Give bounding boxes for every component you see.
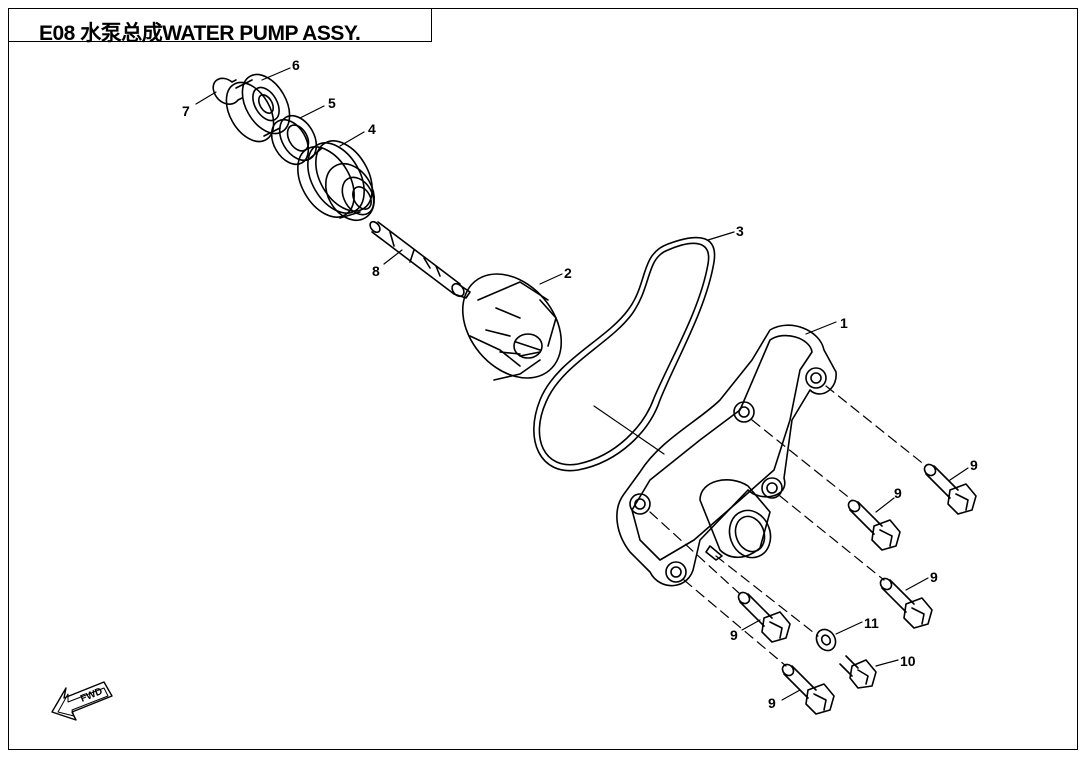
part-bolt-b: [847, 499, 901, 551]
callout-5: 5: [328, 95, 336, 111]
part-bolt-e: [781, 663, 835, 715]
part-bearing: [225, 73, 291, 143]
callout-9-c: 9: [930, 569, 938, 585]
centerline: [593, 405, 665, 455]
callout-11: 11: [864, 615, 879, 631]
fwd-arrow-icon: FWD: [51, 681, 113, 721]
part-impeller: [461, 273, 563, 381]
part-o-ring: [533, 236, 716, 472]
callout-8: 8: [372, 263, 380, 279]
callout-9-d: 9: [730, 627, 738, 643]
leader-lines: [195, 67, 969, 701]
part-pump-cover: [616, 324, 837, 587]
callout-9-a: 9: [970, 457, 978, 473]
callout-4: 4: [368, 121, 376, 137]
part-bolt-d: [737, 591, 791, 643]
callout-9-e: 9: [768, 695, 776, 711]
callout-2: 2: [564, 265, 572, 281]
callout-10: 10: [900, 653, 916, 669]
callout-6: 6: [292, 57, 300, 73]
part-bolt-a: [923, 463, 977, 515]
callout-7: 7: [182, 103, 190, 119]
callout-1: 1: [840, 315, 848, 331]
part-bolt-c: [879, 577, 933, 629]
callout-3: 3: [736, 223, 744, 239]
title-box: E08 水泵总成WATER PUMP ASSY.: [8, 8, 432, 45]
part-washer: [815, 628, 837, 652]
part-mechanical-seal: [297, 140, 376, 222]
page-title: E08 水泵总成WATER PUMP ASSY.: [39, 22, 361, 45]
callout-9-b: 9: [894, 485, 902, 501]
part-drain-bolt: [839, 655, 877, 689]
drawing-frame: [8, 8, 1078, 750]
assembly-lines: [649, 385, 927, 667]
part-circlip: [212, 77, 243, 105]
part-shaft: [369, 220, 471, 299]
